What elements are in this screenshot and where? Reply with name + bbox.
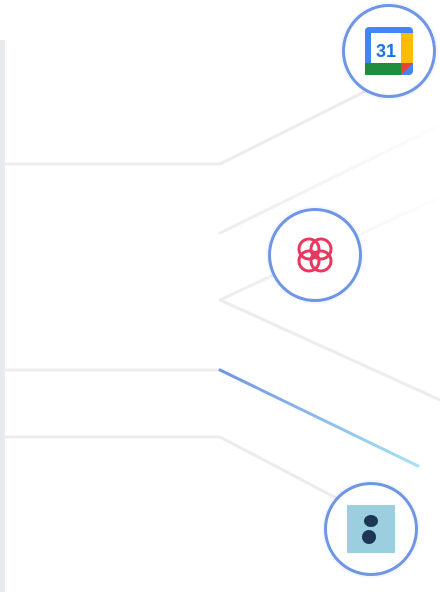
calendar-day-number: 31 — [376, 41, 396, 61]
google-calendar-node[interactable]: 31 — [342, 4, 436, 98]
connector-line-4-diagonal — [218, 368, 420, 468]
connector-line-1 — [3, 82, 382, 166]
rings-app-node[interactable] — [268, 208, 362, 302]
two-dots-logo-icon — [347, 505, 395, 553]
four-rings-icon — [297, 237, 333, 273]
google-calendar-icon: 31 — [365, 27, 413, 75]
connector-line-5 — [3, 435, 342, 502]
dots-app-node[interactable] — [324, 482, 418, 576]
connector-line-3-down — [218, 298, 440, 402]
connector-line-2-diagonal — [218, 123, 440, 235]
vertical-rail — [0, 40, 5, 592]
